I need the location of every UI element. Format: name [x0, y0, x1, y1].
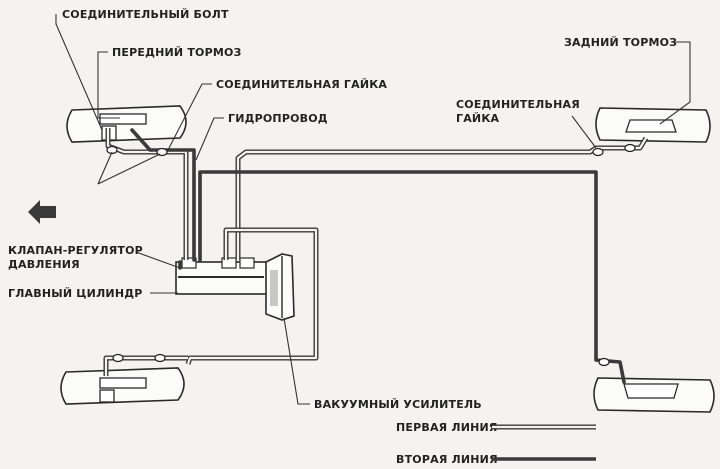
label-pressure-valve-2: ДАВЛЕНИЯ: [8, 258, 80, 271]
label-front-brake: ПЕРЕДНИЙ ТОРМОЗ: [112, 46, 242, 59]
vacuum-booster: [265, 253, 295, 321]
legend-first-line-label: ПЕРВАЯ ЛИНИЯ: [396, 421, 498, 434]
front-left-wheel: [66, 105, 187, 143]
second-line-pipes: [130, 128, 626, 384]
label-connecting-nut: СОЕДИНИТЕЛЬНАЯ ГАЙКА: [216, 78, 387, 91]
rear-right-wheel: [595, 107, 711, 143]
label-connecting-nut-rear-2: ГАЙКА: [456, 112, 500, 125]
leader-lines: [55, 14, 691, 405]
label-master-cylinder: ГЛАВНЫЙ ЦИЛИНДР: [8, 287, 143, 300]
legend-second-line-label: ВТОРАЯ ЛИНИЯ: [396, 453, 498, 466]
label-connecting-nut-rear-1: СОЕДИНИТЕЛЬНАЯ: [456, 98, 580, 111]
label-connecting-bolt: СОЕДИНИТЕЛЬНЫЙ БОЛТ: [62, 8, 229, 21]
label-vacuum-booster: ВАКУУМНЫЙ УСИЛИТЕЛЬ: [314, 398, 482, 411]
legend: ПЕРВАЯ ЛИНИЯ ВТОРАЯ ЛИНИЯ: [396, 421, 596, 466]
front-right-wheel: [60, 367, 185, 405]
master-cylinder: [175, 257, 269, 295]
label-pressure-valve-1: КЛАПАН-РЕГУЛЯТОР: [8, 244, 143, 257]
label-hydraulic-line: ГИДРОПРОВОД: [228, 112, 328, 125]
first-line-pipes: [103, 128, 649, 376]
arrow-left-icon: [28, 200, 56, 224]
label-rear-brake: ЗАДНИЙ ТОРМОЗ: [564, 36, 677, 49]
rear-left-wheel: [593, 377, 715, 413]
connecting-nuts: [106, 143, 636, 367]
